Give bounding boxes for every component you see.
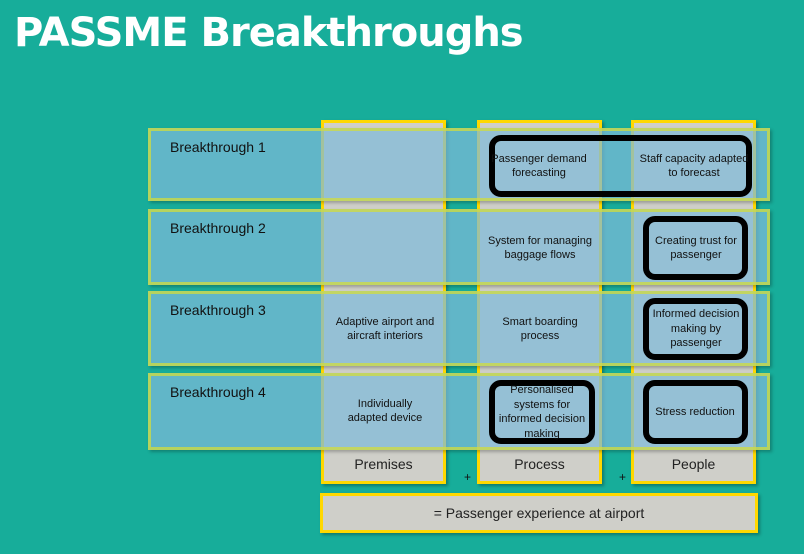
cell-people-1: Staff capacity adapted to forecast <box>639 152 749 180</box>
row-label: Breakthrough 1 <box>170 139 266 155</box>
cell-premises-3: Adaptive airport and aircraft interiors <box>335 315 435 343</box>
cell-people-3: Informed decision making by passenger <box>652 308 740 350</box>
cell-people-4: Stress reduction <box>655 405 735 418</box>
highlight-box <box>643 380 748 444</box>
highlight-box <box>643 216 748 280</box>
cell-process-3: Smart boarding process <box>502 315 578 343</box>
cell-process-1: Passenger demand forecasting <box>491 152 587 180</box>
column-label: Premises <box>354 456 413 472</box>
plus-sign: + <box>464 470 472 484</box>
row-label: Breakthrough 4 <box>170 384 266 400</box>
plus-sign: + <box>619 470 627 484</box>
highlight-box <box>643 298 748 360</box>
cell-process-2: System for managing baggage flows <box>488 234 592 262</box>
cell-process-4: Personalised systems for informed decisi… <box>498 384 586 440</box>
row-label: Breakthrough 3 <box>170 302 266 318</box>
column-label: People <box>671 456 716 472</box>
result-box: = Passenger experience at airport <box>320 493 758 533</box>
highlight-box <box>489 380 595 444</box>
highlight-box <box>489 135 752 197</box>
row-label: Breakthrough 2 <box>170 220 266 236</box>
cell-people-2: Creating trust for passenger <box>655 234 737 262</box>
cell-premises-4: Individually adapted device <box>347 397 423 425</box>
column-label: Process <box>514 456 565 472</box>
page-title: PASSME Breakthroughs <box>14 10 524 56</box>
